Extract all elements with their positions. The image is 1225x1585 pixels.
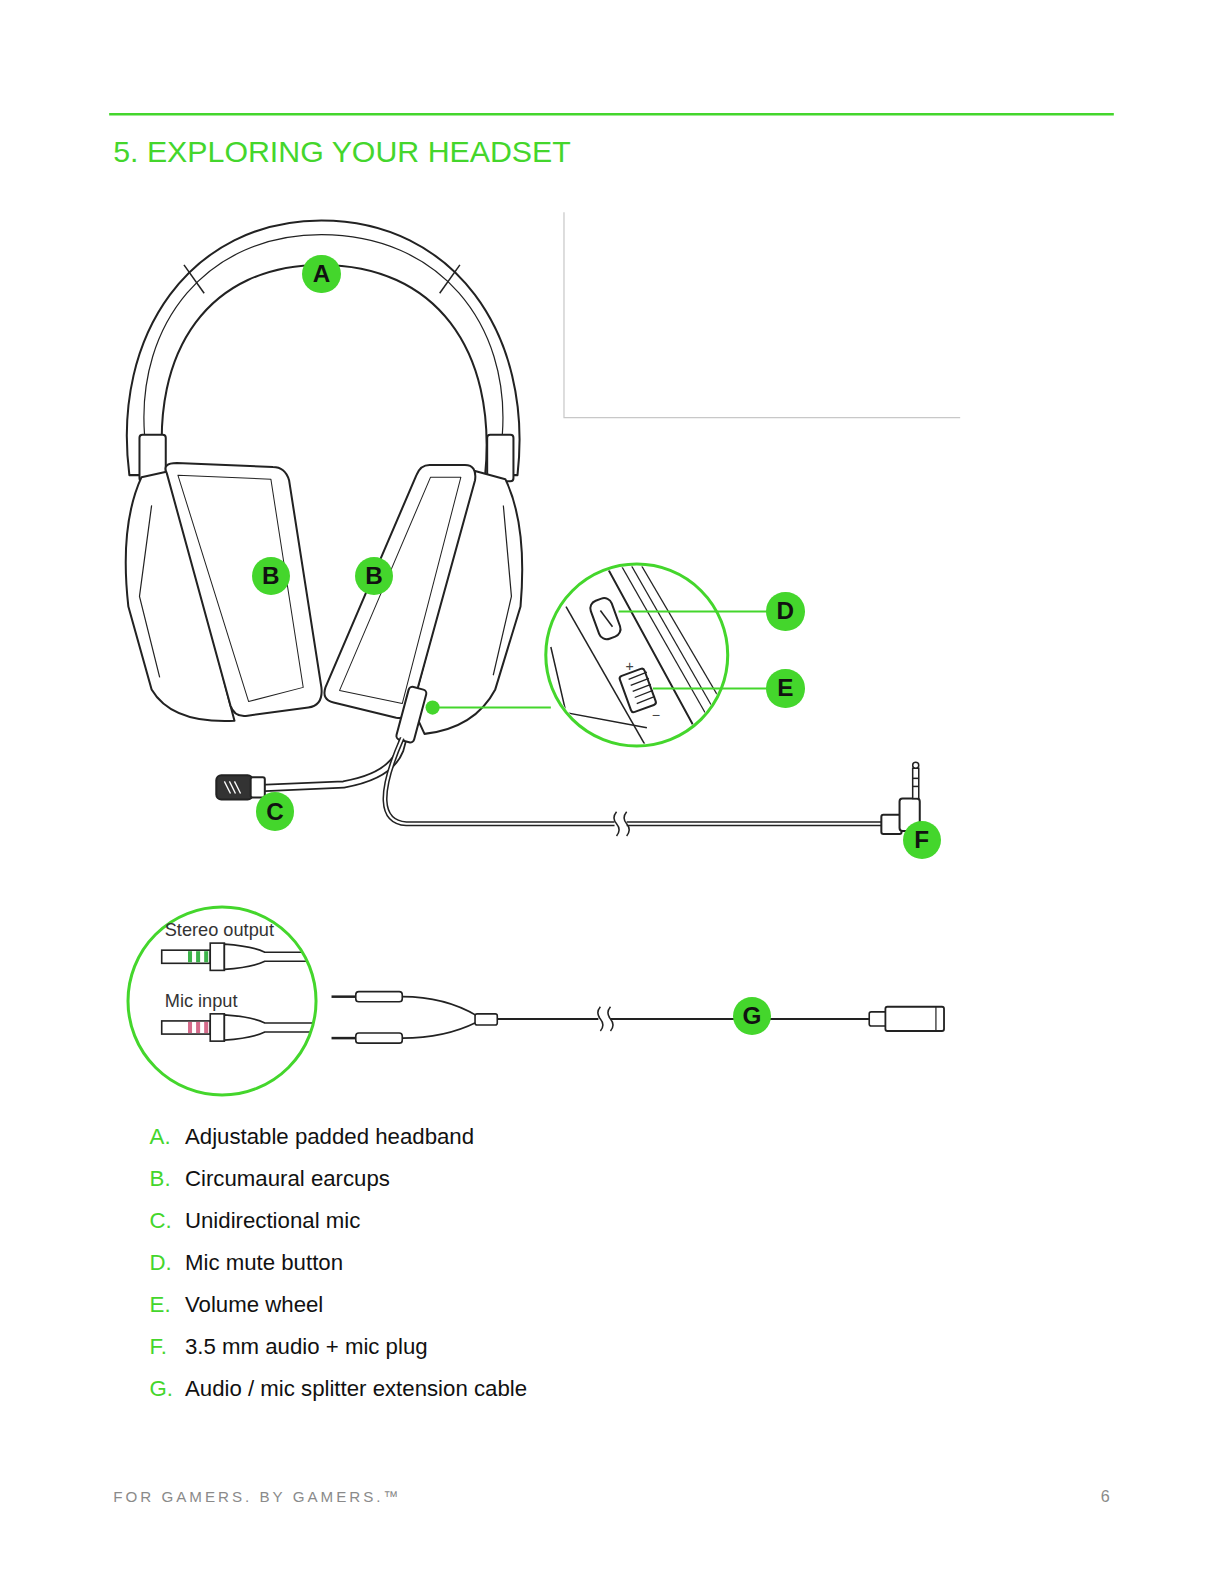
part-description: Unidirectional mic	[185, 1208, 360, 1234]
controls-zoom	[426, 564, 768, 748]
callout-letter-text: B	[262, 562, 280, 590]
part-description: Adjustable padded headband	[185, 1124, 474, 1150]
callout-letter: F	[903, 821, 941, 859]
volume-sign: −	[652, 707, 660, 723]
splitter-plugs	[162, 943, 334, 1041]
callout-letter: A	[302, 255, 340, 293]
ear-pad	[324, 465, 475, 718]
header-rule	[109, 113, 1114, 116]
section-title: 5. EXPLORING YOUR HEADSET	[113, 135, 571, 169]
part-description: 3.5 mm audio + mic plug	[185, 1334, 428, 1360]
callout-letter: E	[766, 669, 804, 707]
headset-cable	[385, 738, 920, 836]
part-description: Volume wheel	[185, 1292, 323, 1318]
splitter-cable	[332, 992, 945, 1044]
part-description: Mic mute button	[185, 1250, 343, 1276]
plug-label: Stereo output	[165, 919, 274, 940]
callout-letter: D	[766, 592, 804, 630]
list-letter: D.	[150, 1250, 172, 1276]
headset	[126, 220, 523, 733]
callout-letter-text: C	[266, 798, 284, 826]
callout-letter-text: A	[313, 260, 331, 288]
callout-letter: B	[252, 557, 290, 595]
list-letter: B.	[150, 1166, 171, 1192]
callout-letter: B	[355, 557, 393, 595]
list-letter: C.	[150, 1208, 172, 1234]
volume-sign: +	[626, 658, 634, 674]
list-letter: E.	[150, 1292, 171, 1318]
footer-slogan: FOR GAMERS. BY GAMERS.™	[113, 1487, 402, 1504]
callout-letter-text: D	[777, 597, 795, 625]
callout-letter-text: E	[777, 674, 793, 702]
ear-pad	[166, 463, 322, 716]
list-letter: F.	[150, 1334, 167, 1360]
mic-boom	[216, 686, 427, 800]
callout-letter: G	[733, 997, 771, 1035]
headband	[127, 220, 520, 475]
plug-label: Mic input	[165, 990, 238, 1011]
list-letter: G.	[150, 1376, 173, 1402]
slider	[487, 435, 513, 481]
callout-letter-text: F	[914, 826, 929, 854]
list-letter: A.	[150, 1124, 171, 1150]
callout-letter-text: B	[365, 562, 383, 590]
headband-pad-line	[144, 235, 503, 435]
callout-letter-text: G	[743, 1002, 762, 1030]
part-description: Circumaural earcups	[185, 1166, 390, 1192]
part-description: Audio / mic splitter extension cable	[185, 1376, 527, 1402]
frame-line	[564, 212, 960, 417]
page-number: 6	[1101, 1486, 1110, 1505]
callout-letter: C	[256, 792, 294, 830]
connector-zoom-circle: Stereo outputMic input	[126, 905, 318, 1097]
